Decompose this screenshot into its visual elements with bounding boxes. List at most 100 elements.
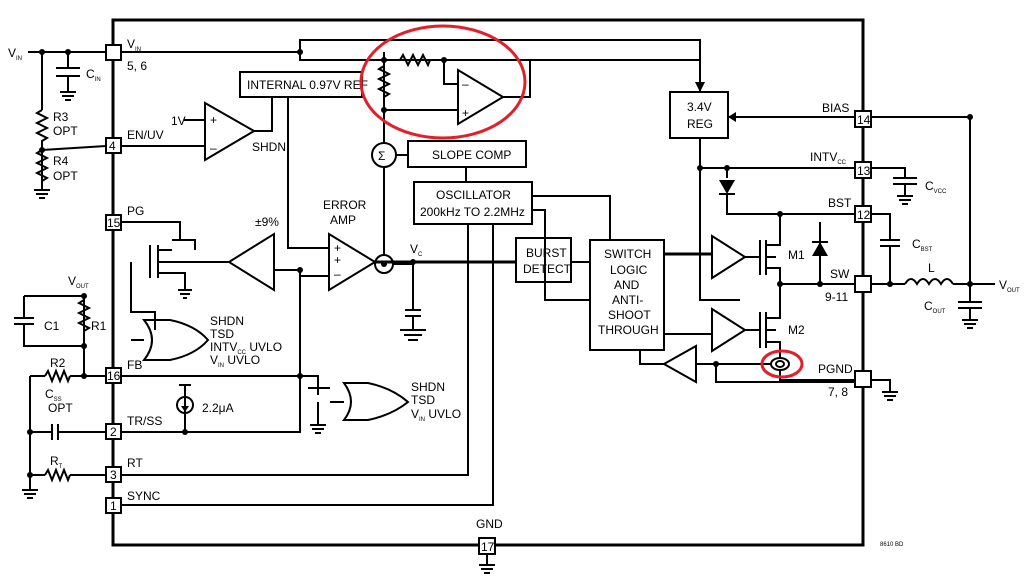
annotation-circle-feedback <box>359 24 527 140</box>
ss-current-label: 2.2μA <box>202 401 234 415</box>
pg-or-intvcc: INTVCC UVLO <box>210 340 282 356</box>
pin-fb-number: 16 <box>107 369 121 383</box>
low-side-driver <box>711 307 747 353</box>
vout-right-label: VOUT <box>999 278 1020 294</box>
error-amp-label-2: AMP <box>330 213 356 227</box>
switch-logic-block <box>589 239 665 351</box>
pin-rt-label: RT <box>127 456 143 470</box>
pin-gnd-number: 17 <box>481 540 495 554</box>
vc-label: VC <box>410 242 423 258</box>
pin-vin-label: VIN <box>127 37 141 53</box>
pin-sw-label: SW <box>830 267 850 281</box>
pg-comparator <box>227 232 275 292</box>
ss-or-vin: VIN UVLO <box>411 407 461 423</box>
resistors <box>34 52 431 483</box>
burst-label-2: DETECT <box>523 262 572 276</box>
current-sense-amp <box>661 344 697 384</box>
annotation-circle-sense <box>760 349 804 379</box>
pin-rt-number: 3 <box>110 468 117 482</box>
ss-or-tsd: TSD <box>411 393 435 407</box>
pg-or-gate <box>141 319 210 361</box>
pin-sync-number: 1 <box>110 499 117 513</box>
slope-comp-label: SLOPE COMP <box>432 148 511 162</box>
switch-logic-label-3: AND <box>614 278 640 292</box>
pg-or-shdn: SHDN <box>210 314 244 328</box>
pin-bst-number: 12 <box>857 208 871 222</box>
pin-bias-number: 14 <box>857 113 871 127</box>
cbst-label: CBST <box>912 237 933 253</box>
oscillator-label-2: 200kHz TO 2.2MHz <box>420 205 525 219</box>
switch-logic-label-1: SWITCH <box>604 247 651 261</box>
error-amp-plus-2: + <box>334 253 341 267</box>
error-amp-plus-1: + <box>334 241 341 255</box>
pin-sync-label: SYNC <box>127 489 161 503</box>
feedback-amp-plus: + <box>462 106 469 120</box>
pin-pg-number: 15 <box>107 216 121 230</box>
regulator-label-2: REG <box>687 117 713 131</box>
r4-opt-label: OPT <box>53 169 78 183</box>
slope-comp-block <box>407 140 527 168</box>
pin-trss-label: TR/SS <box>127 414 162 428</box>
r2-label: R2 <box>50 356 66 370</box>
pin-gnd-label: GND <box>476 517 503 531</box>
r4-label: R4 <box>53 154 69 168</box>
summing-node-label: Σ <box>378 149 385 163</box>
r3-label: R3 <box>53 110 69 124</box>
one-volt-label: 1V <box>171 114 186 128</box>
ext-vin-label: VIN <box>8 46 22 62</box>
pin-trss-number: 2 <box>110 425 117 439</box>
pg-window-label: ±9% <box>255 215 279 229</box>
pin-sw-number: 9-11 <box>825 290 848 304</box>
error-amp-minus: – <box>334 267 341 281</box>
ss-or-shdn: SHDN <box>411 380 445 394</box>
pin-pgnd-label: PGND <box>818 362 853 376</box>
css-opt-label: OPT <box>48 401 73 415</box>
pin-vin-number: 5, 6 <box>127 59 147 73</box>
enable-comparator-minus: – <box>210 141 217 155</box>
pg-or-tsd: TSD <box>210 327 234 341</box>
enable-comparator-plus: + <box>210 113 217 127</box>
oscillator-block <box>413 181 533 225</box>
cvcc-label: CVCC <box>925 179 947 195</box>
cout-label: COUT <box>924 299 946 315</box>
burst-label-1: BURST <box>526 246 567 260</box>
switch-logic-label-6: THROUGH <box>598 323 659 337</box>
pin-pgnd-number: 7, 8 <box>828 385 848 399</box>
enable-shdn-label: SHDN <box>252 140 286 154</box>
switch-logic-label-4: ANTI- <box>612 293 643 307</box>
css-label: CSS <box>45 387 62 403</box>
pg-or-vin: VIN UVLO <box>210 353 260 369</box>
pin-enuv-number: 4 <box>109 139 116 153</box>
error-amp-label-1: ERROR <box>323 198 367 212</box>
pin-intvcc-label: INTVCC <box>810 150 847 166</box>
cin-label: CIN <box>86 67 101 83</box>
r3-opt-label: OPT <box>53 124 78 138</box>
internal-ref-label: INTERNAL 0.97V REF <box>247 78 368 92</box>
pin-pg-label: PG <box>127 204 144 218</box>
enable-comparator <box>204 101 256 162</box>
pin-bias-label: BIAS <box>822 101 849 115</box>
feedback-amp-minus: – <box>462 77 469 91</box>
regulator-label-1: 3.4V <box>687 100 712 114</box>
c1-label: C1 <box>44 319 60 333</box>
switch-logic-label-2: LOGIC <box>610 263 648 277</box>
m2-label: M2 <box>788 323 805 337</box>
pin-enuv-label: EN/UV <box>127 128 164 142</box>
internal-ref-block <box>239 71 363 98</box>
rt-label: RT <box>50 454 63 470</box>
switch-logic-label-5: SHOOT <box>608 308 651 322</box>
inductor-label: L <box>928 261 935 275</box>
oscillator-label-1: OSCILLATOR <box>436 188 511 202</box>
vout-left-label: VOUT <box>68 274 89 290</box>
feedback-amplifier <box>457 68 505 126</box>
ss-or-gate <box>341 382 410 421</box>
high-side-driver <box>711 234 747 280</box>
error-amplifier <box>328 232 377 292</box>
burst-detect-block <box>515 237 572 283</box>
junction-dots <box>27 49 973 478</box>
m1-label: M1 <box>788 248 805 262</box>
pin-fb-label: FB <box>127 358 142 372</box>
drawing-code: 8610 BD <box>880 542 904 548</box>
regulator-block <box>669 91 729 139</box>
